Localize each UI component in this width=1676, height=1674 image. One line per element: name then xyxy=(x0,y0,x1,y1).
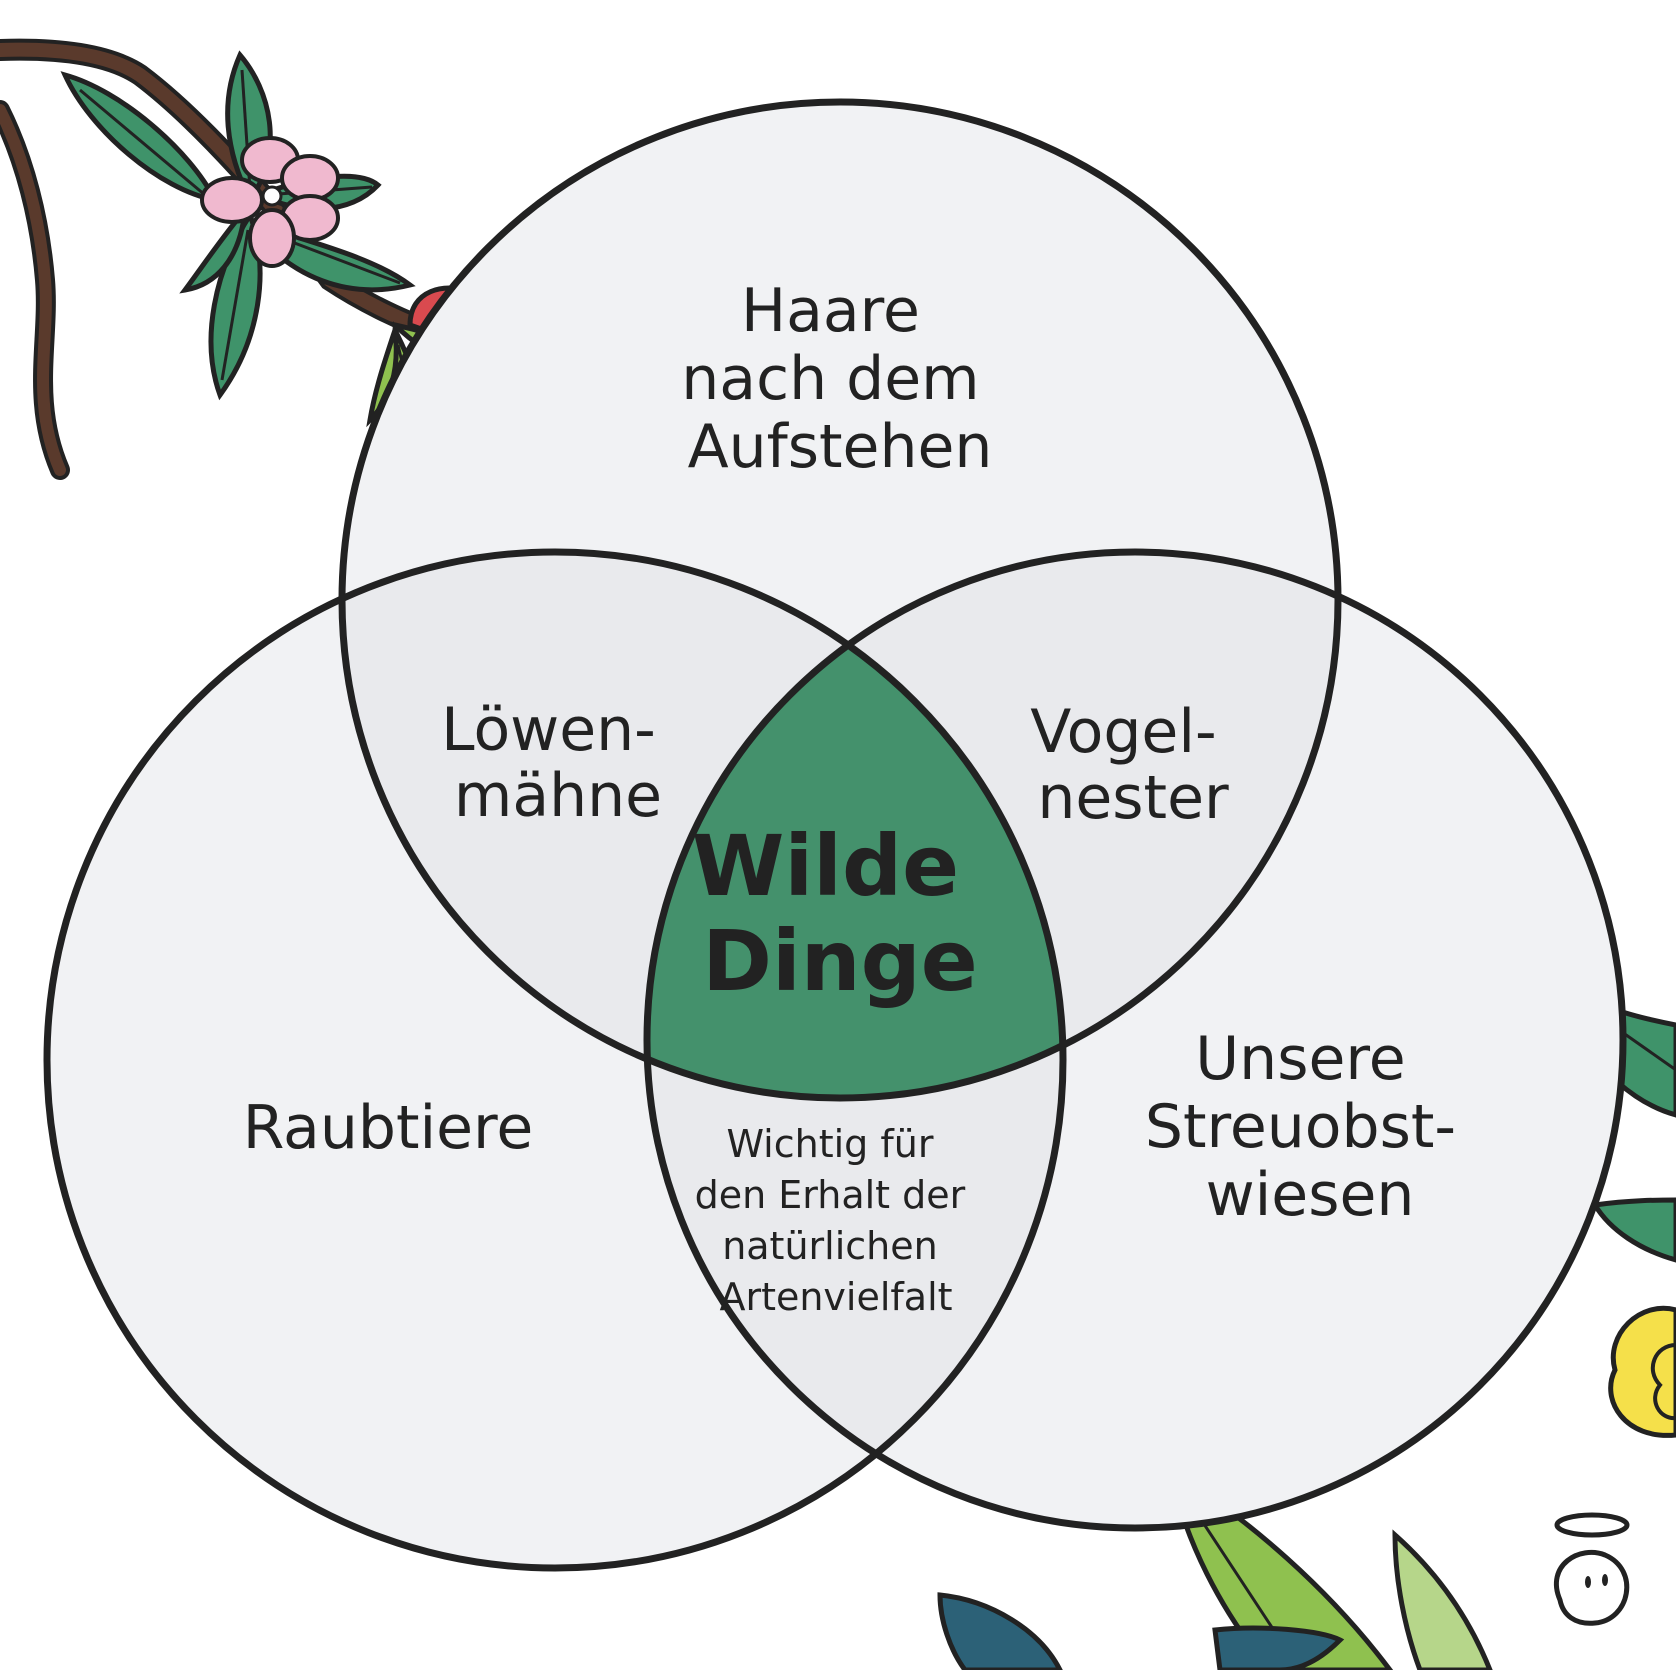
leaf-icon xyxy=(60,71,220,204)
leaf-icon xyxy=(1212,1625,1345,1673)
blossom-icon xyxy=(200,136,340,268)
label-top-left: Löwen- mähne xyxy=(441,695,675,831)
leaf-icon xyxy=(366,329,399,428)
leaf-icon xyxy=(1392,1529,1494,1673)
venn-circles xyxy=(43,98,1627,1572)
label-center: Wilde Dinge xyxy=(692,817,989,1010)
buttercup-icon xyxy=(1608,1305,1676,1438)
leaf-icon xyxy=(937,1592,1065,1673)
label-left: Raubtiere xyxy=(243,1093,534,1163)
label-top: Haare nach dem Aufstehen xyxy=(681,276,998,482)
smiley-icon xyxy=(1553,1512,1630,1626)
label-bottom: Wichtig für den Erhalt der natürlichen A… xyxy=(695,1122,978,1319)
label-right: Unsere Streuobst- wiesen xyxy=(1145,1024,1475,1230)
label-top-right: Vogel- nester xyxy=(1030,697,1236,833)
center-intersection xyxy=(647,552,1063,1098)
leaf-icon xyxy=(179,202,249,294)
leaf-icon xyxy=(1590,1197,1676,1263)
